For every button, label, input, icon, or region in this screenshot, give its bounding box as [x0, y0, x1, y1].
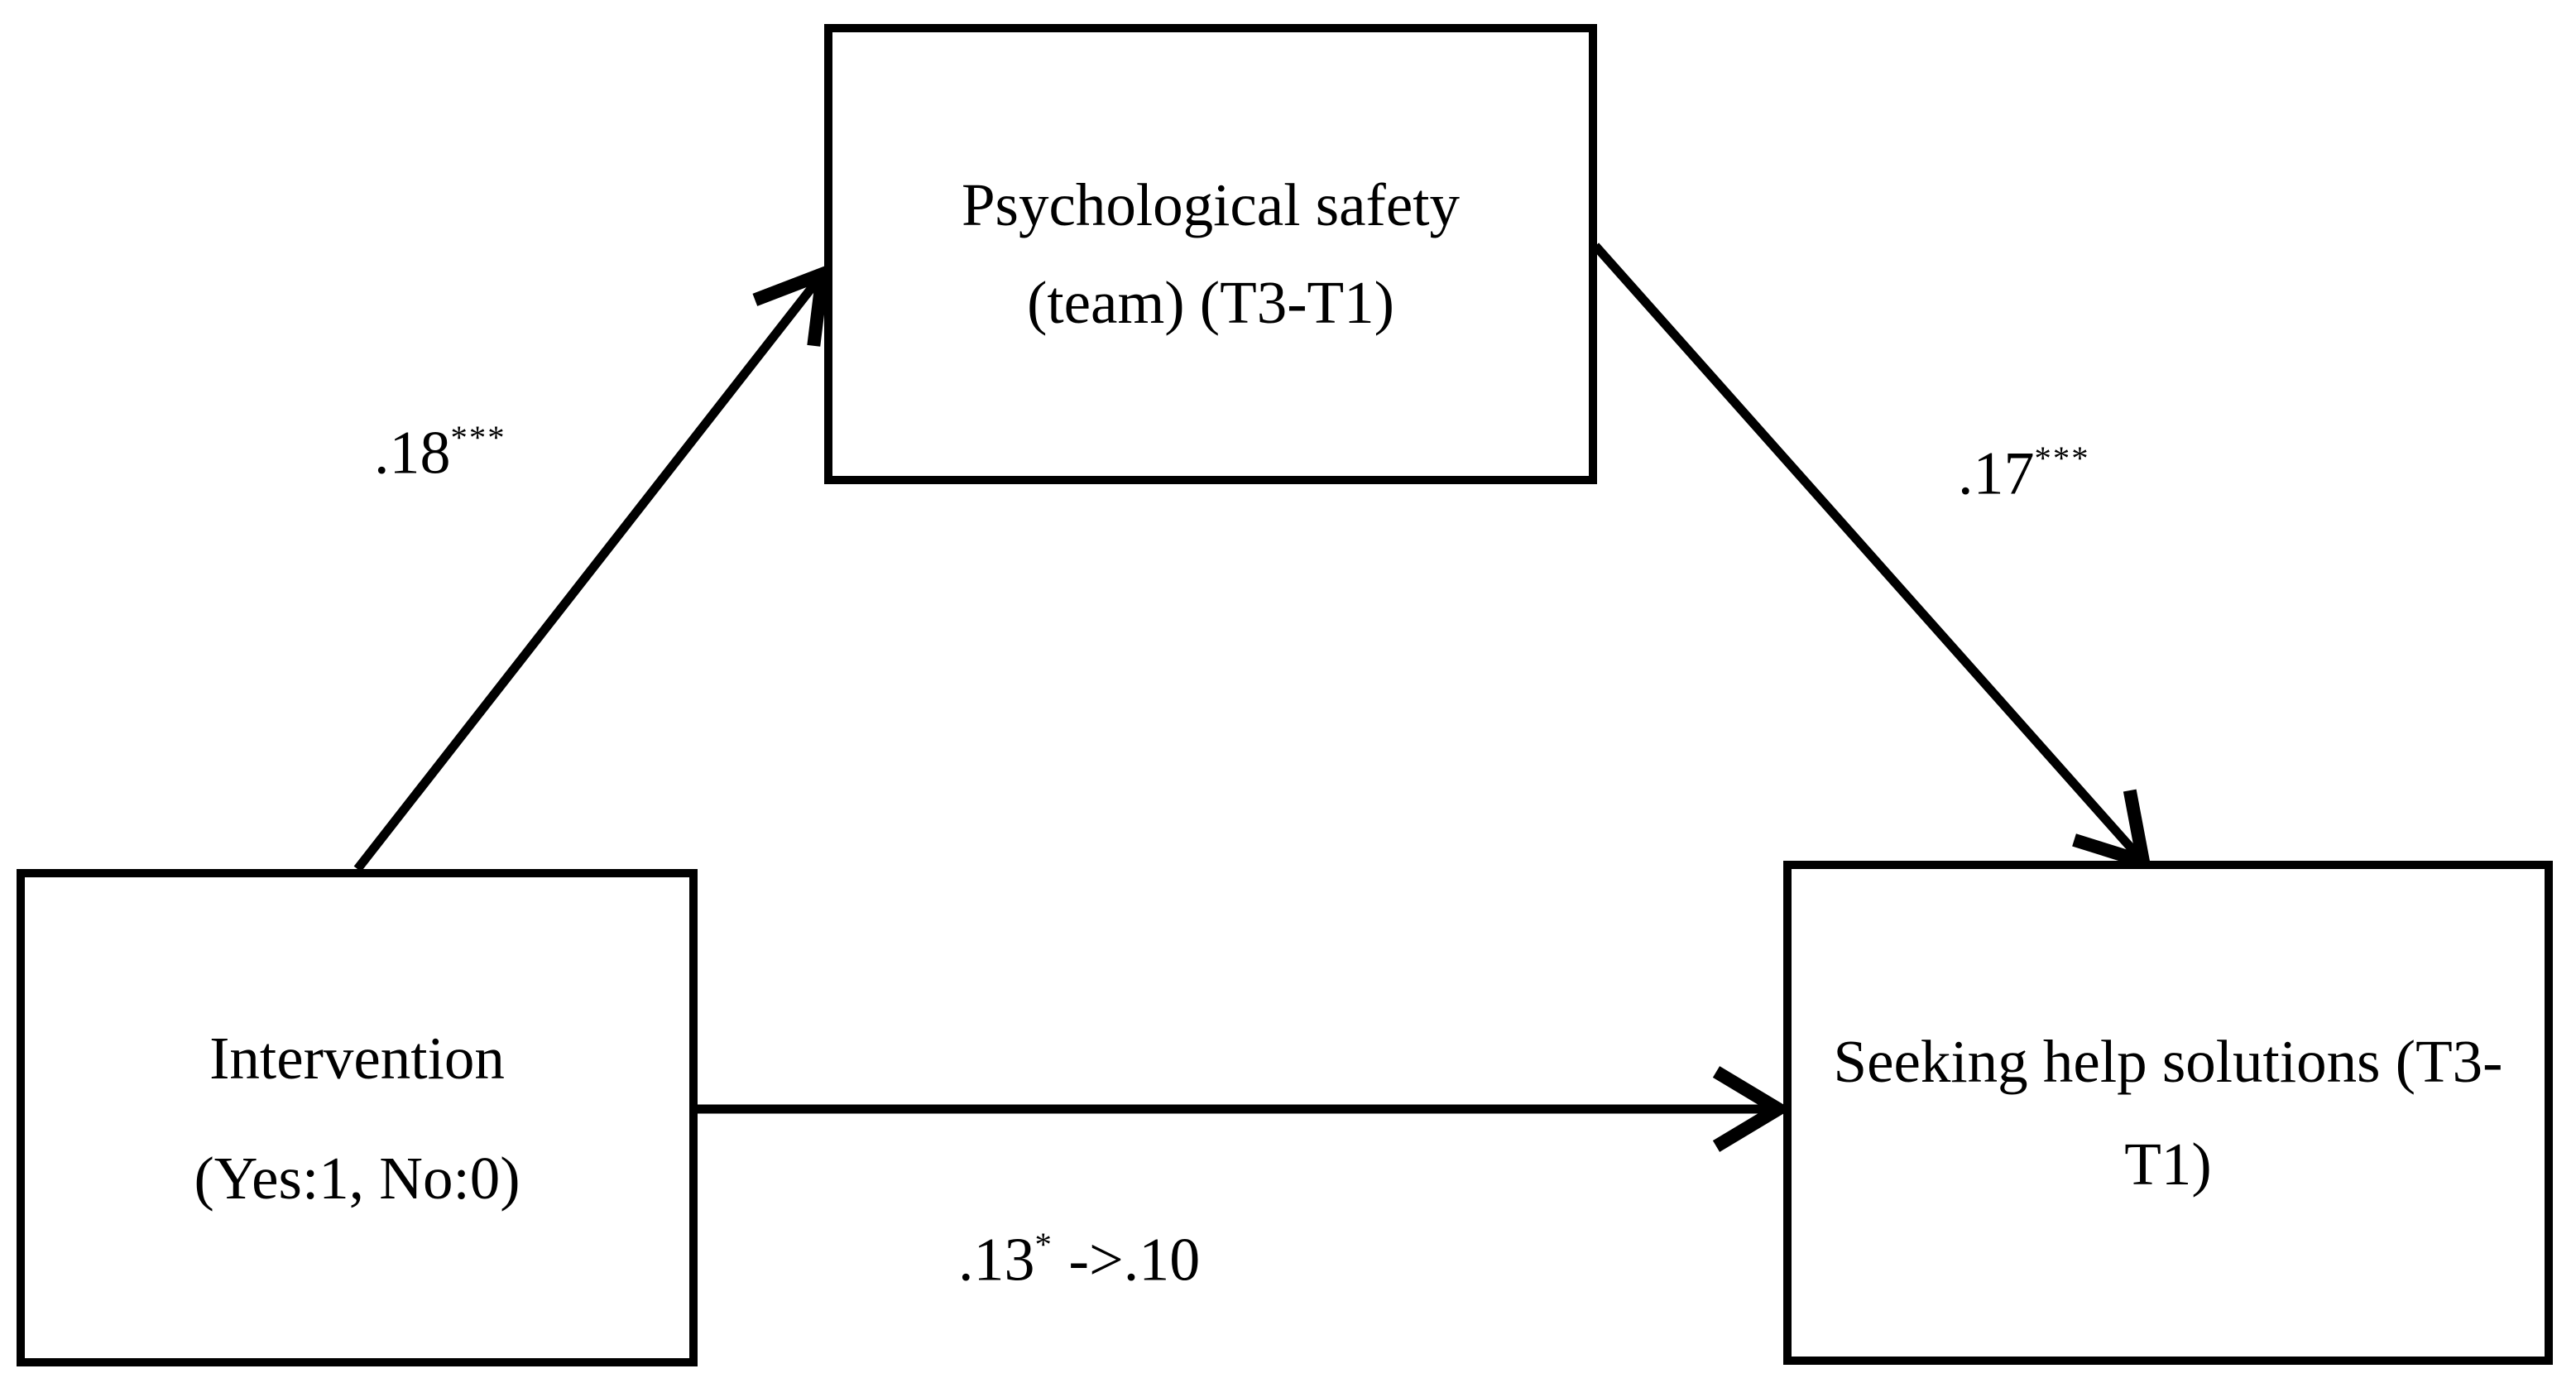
path-b-value: .17: [1958, 439, 2035, 508]
node-mediator: Psychological safety (team) (T3-T1): [824, 24, 1597, 484]
path-a-value: .18: [374, 419, 451, 487]
node-mediator-line2: (team) (T3-T1): [1027, 269, 1394, 336]
node-mediator-line1: Psychological safety: [961, 171, 1461, 238]
path-c-value: .13: [958, 1226, 1035, 1294]
path-c-significance: *: [1034, 1226, 1053, 1263]
path-c-after: ->.10: [1053, 1226, 1201, 1294]
node-outcome: Seeking help solutions (T3- T1): [1783, 861, 2553, 1365]
node-outcome-line2: T1): [2124, 1130, 2212, 1198]
path-b-coefficient: .17***: [1958, 428, 2090, 504]
node-outcome-line1: Seeking help solutions (T3-: [1833, 1027, 2503, 1095]
node-predictor-line1: Intervention: [209, 1024, 505, 1092]
node-predictor: Intervention (Yes:1, No:0): [17, 869, 698, 1366]
path-c-coefficient: .13* ->.10: [958, 1214, 1200, 1290]
path-b-arrow: [1591, 243, 2152, 872]
path-a-significance: ***: [450, 419, 506, 456]
path-a-arrow: [353, 263, 831, 872]
path-a-coefficient: .18***: [374, 407, 506, 483]
node-predictor-line2: (Yes:1, No:0): [194, 1144, 520, 1212]
path-b-significance: ***: [2034, 439, 2090, 477]
